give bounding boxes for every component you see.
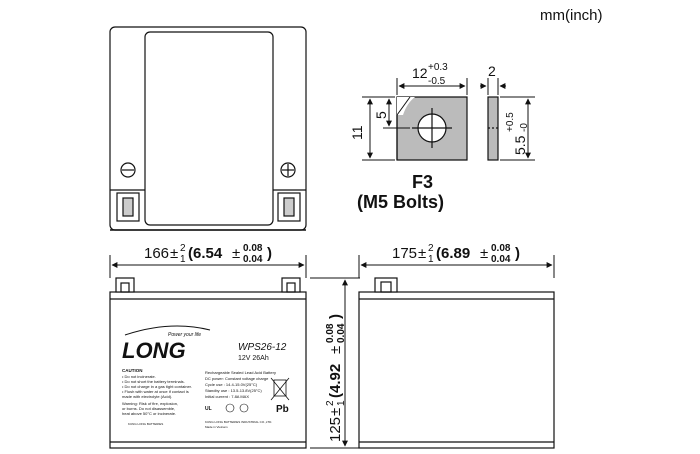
front-view [109,277,307,449]
svg-text:(M5 Bolts): (M5 Bolts) [357,192,444,212]
svg-text:11: 11 [349,125,365,140]
svg-text:or burns. Do not disassemble,: or burns. Do not disassemble, [122,406,175,411]
svg-text:0.04: 0.04 [243,254,263,265]
dim-length-text: 166 ± 2 1 (6.54 ± 0.08 0.04 ) [144,243,272,265]
svg-text:): ) [515,245,520,262]
svg-text:2: 2 [325,400,336,406]
svg-text:Power your life: Power your life [168,332,201,338]
svg-text:Cycle use : 14.4-15.0V(25°C): Cycle use : 14.4-15.0V(25°C) [205,382,258,387]
svg-text:12: 12 [412,65,428,81]
dim-height-lines [310,277,360,449]
svg-text:2: 2 [180,243,186,254]
svg-text:(6.89: (6.89 [436,245,470,262]
svg-text:CAUTION: CAUTION [122,368,143,373]
cert-icon [239,403,249,413]
svg-text:2: 2 [488,63,496,79]
dim-length-lines [109,255,307,278]
svg-text:0.04: 0.04 [491,254,511,265]
svg-text:1: 1 [428,254,434,265]
dim-width-text: 175 ± 2 1 (6.89 ± 0.08 0.04 ) [392,243,520,265]
crossed-bin-icon [270,377,290,401]
svg-text:KUNG LONG BATTERIES: KUNG LONG BATTERIES [128,422,163,426]
recycle-icon [225,403,235,413]
plus-terminal-icon [280,162,296,178]
svg-text:• Flush with water at once if: • Flush with water at once if contact is [122,389,189,394]
svg-text:0.04: 0.04 [336,323,347,343]
svg-text:+0.3: +0.3 [428,62,448,73]
brand-swoosh [124,325,211,336]
svg-text:-0: -0 [519,123,530,132]
svg-text:1: 1 [336,400,347,406]
side-view [358,277,555,449]
dim-height-text: 125 ± 2 1 (4.92 ± 0.08 0.04 ) [325,314,347,442]
brand-logo: LONG [122,338,186,363]
top-view [109,26,307,231]
svg-text:±: ± [480,245,488,262]
svg-text:0.08: 0.08 [325,323,336,343]
terminal-dim-lines [362,78,535,161]
model-text: WPS26-12 [238,342,287,353]
svg-text:Standby use : 13.5-13.8V(25°C): Standby use : 13.5-13.8V(25°C) [205,388,262,393]
svg-text:Rechargeable Sealed Lead Acid: Rechargeable Sealed Lead Acid Battery [205,370,276,375]
svg-text:Warning: Risk of fire, explosi: Warning: Risk of fire, explosion, [122,401,178,406]
svg-text:5.5: 5.5 [512,135,528,155]
svg-text:KUNG LONG BATTERIES INDUSTRIAL: KUNG LONG BATTERIES INDUSTRIAL CO.,LTD. [205,420,272,424]
dim-width-lines [358,255,555,278]
svg-text:±: ± [232,245,240,262]
svg-text:0.08: 0.08 [491,243,511,254]
terminal-dim-text: 12 +0.3 -0.5 2 11 5 5.5 +0.5 -0 F3 (M5 B… [349,62,530,212]
svg-text:made with electrolyte (Acid).: made with electrolyte (Acid). [122,394,172,399]
svg-text:• Do not charge in a gas tight: • Do not charge in a gas tight container… [122,384,192,389]
svg-text:• Do not short the battery ter: • Do not short the battery terminals. [122,379,185,384]
svg-text:125: 125 [327,417,344,442]
svg-text:): ) [267,245,272,262]
svg-text:DC power: Constant voltage cha: DC power: Constant voltage charge [205,376,269,381]
svg-text:166: 166 [144,245,169,262]
svg-text:Pb: Pb [276,404,289,415]
svg-text:heat above 50°C or incinerate.: heat above 50°C or incinerate. [122,411,176,416]
svg-text:+0.5: +0.5 [505,112,516,132]
svg-text:Initial current : 7.8A MAX: Initial current : 7.8A MAX [205,394,249,399]
battery-label: LONG Power your life WPS26-12 12V 26Ah C… [122,325,290,429]
svg-text:2: 2 [428,243,434,254]
svg-text:UL: UL [205,406,212,412]
svg-text:0.08: 0.08 [243,243,263,254]
rating-text: 12V 26Ah [238,355,269,362]
terminal-detail [396,96,499,161]
units-label: mm(inch) [540,7,603,24]
svg-text:(4.92: (4.92 [327,364,344,398]
svg-text:-0.5: -0.5 [428,76,446,87]
svg-text:F3: F3 [412,172,433,192]
svg-text:±: ± [418,245,426,262]
svg-text:• Do not incinerate.: • Do not incinerate. [122,374,156,379]
svg-text:±: ± [327,346,344,354]
svg-text:(6.54: (6.54 [188,245,223,262]
svg-text:5: 5 [373,111,389,119]
svg-text:Made in Vietnam: Made in Vietnam [205,425,228,429]
svg-text:±: ± [327,408,344,416]
svg-text:): ) [327,314,344,319]
minus-terminal-icon [120,162,136,178]
svg-text:175: 175 [392,245,417,262]
svg-text:1: 1 [180,254,186,265]
svg-text:±: ± [170,245,178,262]
